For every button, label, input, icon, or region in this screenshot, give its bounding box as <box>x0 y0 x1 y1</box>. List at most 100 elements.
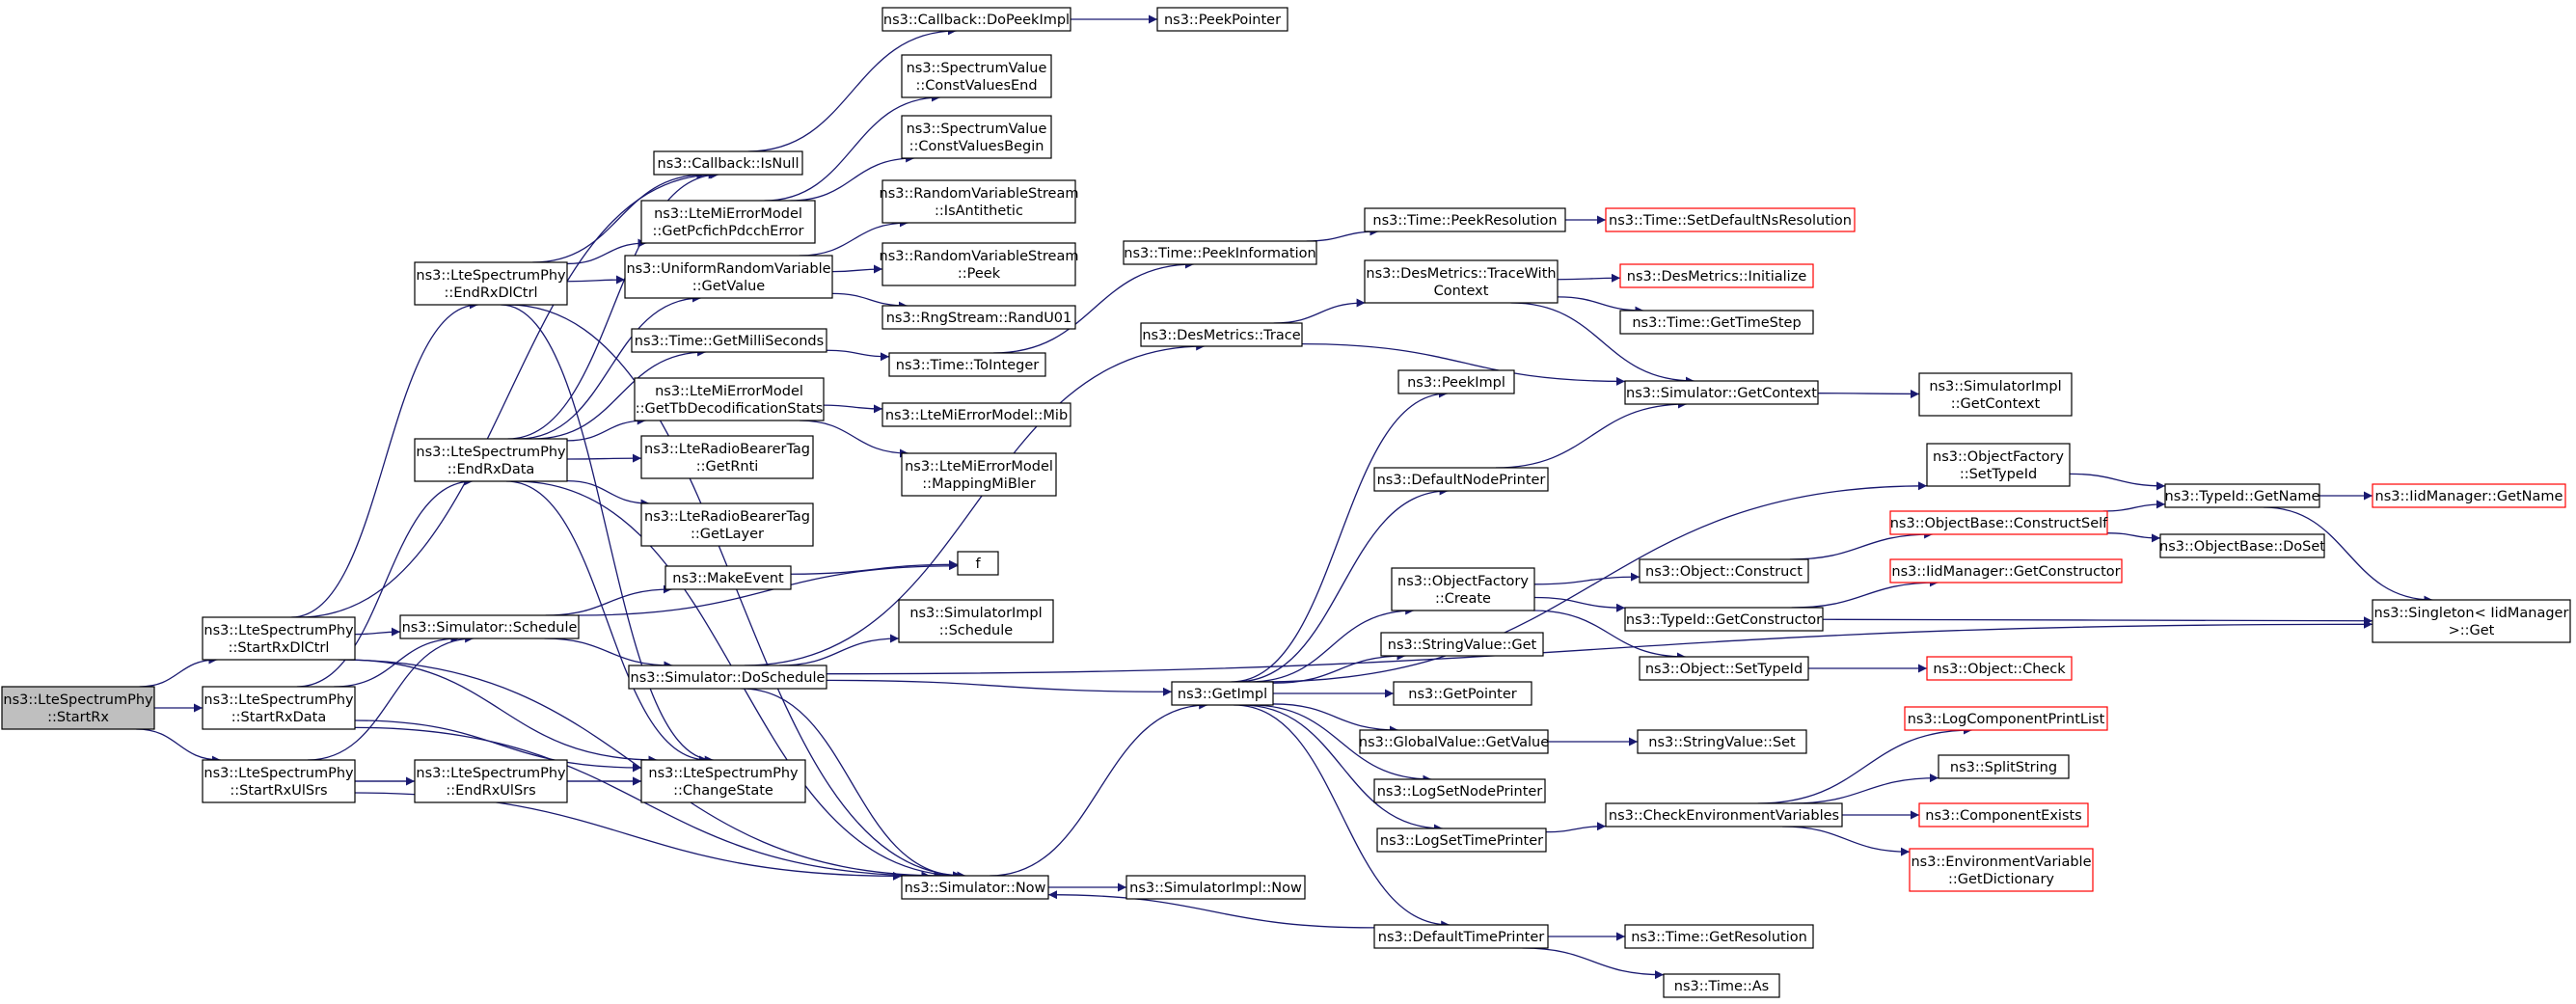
node-des-initialize[interactable]: ns3::DesMetrics::Initialize <box>1619 263 1814 288</box>
node-split-string[interactable]: ns3::SplitString <box>1938 754 2070 779</box>
node-peek-impl[interactable]: ns3::PeekImpl <box>1397 369 1515 394</box>
node-label: ::EndRxDlCtrl <box>445 285 538 301</box>
node-urvget-value[interactable]: ns3::UniformRandomVariable::GetValue <box>624 255 833 299</box>
node-component-exists[interactable]: ns3::ComponentExists <box>1918 802 2089 828</box>
node-box <box>1926 656 2073 681</box>
node-ofset-type-id[interactable]: ns3::ObjectFactory::SetTypeId <box>1926 443 2071 487</box>
node-peek-information[interactable]: ns3::Time::PeekInformation <box>1123 240 1317 265</box>
node-string-value-set[interactable]: ns3::StringValue::Set <box>1637 729 1807 754</box>
node-time-get-resolution[interactable]: ns3::Time::GetResolution <box>1624 924 1814 949</box>
edge-get-impl-to-gvget-value <box>1272 703 1398 735</box>
node-set-default-ns-res[interactable]: ns3::Time::SetDefaultNsResolution <box>1605 207 1856 232</box>
node-start-rx-dl-ctrl[interactable]: ns3::LteSpectrumPhy::StartRxDlCtrl <box>202 616 356 661</box>
edge-sched-schedule-to-make-event <box>545 584 672 616</box>
node-type-id-get-name[interactable]: ns3::TypeId::GetName <box>2164 483 2320 508</box>
node-sim-get-context[interactable]: ns3::Simulator::GetContext <box>1624 380 1819 405</box>
node-obj-set-type-id[interactable]: ns3::Object::SetTypeId <box>1639 656 1809 681</box>
edge-get-impl-to-ofcreate <box>1249 606 1415 683</box>
node-sim-impl-now[interactable]: ns3::SimulatorImpl::Now <box>1125 875 1306 900</box>
node-rand-u01[interactable]: ns3::RngStream::RandU01 <box>881 305 1076 330</box>
node-do-schedule[interactable]: ns3::Simulator::DoSchedule <box>628 665 827 690</box>
node-get-tb-decod[interactable]: ns3::LteMiErrorModel::GetTbDecodificatio… <box>634 377 825 421</box>
node-get-impl[interactable]: ns3::GetImpl <box>1171 681 1274 706</box>
node-box <box>1380 632 1544 657</box>
node-start-rx[interactable]: ns3::LteSpectrumPhy::StartRx <box>1 686 155 730</box>
node-label: ns3::StringValue::Set <box>1648 735 1796 750</box>
node-get-time-step[interactable]: ns3::Time::GetTimeStep <box>1619 310 1814 335</box>
node-mib[interactable]: ns3::LteMiErrorModel::Mib <box>881 402 1071 427</box>
node-des-trace[interactable]: ns3::DesMetrics::Trace <box>1140 322 1303 347</box>
node-to-integer[interactable]: ns3::Time::ToInteger <box>888 352 1046 377</box>
node-start-rx-ul-srs[interactable]: ns3::LteSpectrumPhy::StartRxUlSrs <box>202 759 356 803</box>
node-get-layer[interactable]: ns3::LteRadioBearerTag::GetLayer <box>640 502 814 547</box>
node-f[interactable]: f <box>957 551 999 576</box>
node-get-milli-seconds[interactable]: ns3::Time::GetMilliSeconds <box>631 328 827 353</box>
node-change-state[interactable]: ns3::LteSpectrumPhy::ChangeState <box>640 759 806 803</box>
node-sched-schedule[interactable]: ns3::Simulator::Schedule <box>399 614 580 639</box>
node-box <box>631 328 827 353</box>
node-check-env[interactable]: ns3::CheckEnvironmentVariables <box>1605 802 1843 828</box>
node-end-rx-dl-ctrl[interactable]: ns3::LteSpectrumPhy::EndRxDlCtrl <box>414 261 568 306</box>
node-label: ns3::ObjectBase::ConstructSelf <box>1890 516 2108 531</box>
node-box <box>1373 467 1549 492</box>
edge-end-rx-data-to-get-rnti <box>566 453 642 463</box>
node-mapping-mi-bler[interactable]: ns3::LteMiErrorModel::MappingMiBler <box>901 452 1057 497</box>
node-log-set-time-printer[interactable]: ns3::LogSetTimePrinter <box>1376 828 1547 853</box>
node-get-pcfich[interactable]: ns3::LteMiErrorModel::GetPcfichPdcchErro… <box>640 200 816 244</box>
node-string-value-get[interactable]: ns3::StringValue::Get <box>1380 632 1544 657</box>
node-iid-get-name[interactable]: ns3::IidManager::GetName <box>2372 483 2566 508</box>
node-end-rx-ul-srs[interactable]: ns3::LteSpectrumPhy::EndRxUlSrs <box>414 759 568 803</box>
node-box <box>881 305 1076 330</box>
node-box <box>1938 754 2070 779</box>
node-box <box>881 402 1071 427</box>
node-sim-impl-schedule[interactable]: ns3::SimulatorImpl::Schedule <box>898 599 1054 643</box>
node-is-antithetic[interactable]: ns3::RandomVariableStream::IsAntithetic <box>880 179 1079 224</box>
node-construct-self[interactable]: ns3::ObjectBase::ConstructSelf <box>1889 510 2108 535</box>
node-const-values-begin[interactable]: ns3::SpectrumValue::ConstValuesBegin <box>901 115 1052 159</box>
node-get-pointer[interactable]: ns3::GetPointer <box>1393 681 1532 706</box>
node-box <box>1639 656 1809 681</box>
node-label: ::GetContext <box>1951 396 2041 412</box>
edge-urvget-value-to-rvspeek <box>831 264 883 274</box>
edges-layer <box>136 14 2433 980</box>
node-label: ns3::ComponentExists <box>1925 808 2082 824</box>
node-label: ns3::PeekImpl <box>1407 375 1505 391</box>
node-do-set[interactable]: ns3::ObjectBase::DoSet <box>2159 533 2325 558</box>
node-sim-impl-get-context[interactable]: ns3::SimulatorImpl::GetContext <box>1918 372 2073 417</box>
node-ofcreate[interactable]: ns3::ObjectFactory::Create <box>1391 567 1535 611</box>
node-make-event[interactable]: ns3::MakeEvent <box>664 565 792 590</box>
node-start-rx-data[interactable]: ns3::LteSpectrumPhy::StartRxData <box>202 686 356 730</box>
node-label: ns3::DefaultTimePrinter <box>1378 930 1544 945</box>
edge-ofcreate-to-obj-set-type-id <box>1532 610 1686 662</box>
edge-construct-self-to-type-id-get-name <box>2102 500 2166 512</box>
node-sim-now[interactable]: ns3::Simulator::Now <box>901 875 1049 900</box>
node-peek-pointer[interactable]: ns3::PeekPointer <box>1156 7 1288 32</box>
node-singleton-get[interactable]: ns3::Singleton< IidManager>::Get <box>2372 599 2571 643</box>
node-obj-check[interactable]: ns3::Object::Check <box>1926 656 2073 681</box>
node-type-id-get-constructor[interactable]: ns3::TypeId::GetConstructor <box>1624 607 1824 632</box>
node-time-as[interactable]: ns3::Time::As <box>1663 973 1780 998</box>
node-iid-get-constructor[interactable]: ns3::IidManager::GetConstructor <box>1889 558 2123 583</box>
node-env-get-dict[interactable]: ns3::EnvironmentVariable::GetDictionary <box>1909 848 2094 892</box>
node-end-rx-data[interactable]: ns3::LteSpectrumPhy::EndRxData <box>414 438 568 482</box>
node-default-node-printer[interactable]: ns3::DefaultNodePrinter <box>1373 467 1549 492</box>
edge-des-trace-to-sim-get-context <box>1301 343 1626 386</box>
node-obj-construct[interactable]: ns3::Object::Construct <box>1639 558 1809 583</box>
node-gvget-value[interactable]: ns3::GlobalValue::GetValue <box>1359 729 1549 754</box>
node-do-peek-impl[interactable]: ns3::Callback::DoPeekImpl <box>881 7 1071 32</box>
node-box <box>1624 924 1814 949</box>
node-log-comp-print-list[interactable]: ns3::LogComponentPrintList <box>1904 706 2108 731</box>
node-log-set-node-printer[interactable]: ns3::LogSetNodePrinter <box>1373 778 1546 803</box>
node-box <box>653 150 803 176</box>
edge-start-rx-data-to-end-rx-data <box>296 476 474 688</box>
node-rvspeek[interactable]: ns3::RandomVariableStream::Peek <box>880 242 1079 286</box>
node-is-null[interactable]: ns3::Callback::IsNull <box>653 150 803 176</box>
node-const-values-end[interactable]: ns3::SpectrumValue::ConstValuesEnd <box>901 54 1052 98</box>
node-get-rnti[interactable]: ns3::LteRadioBearerTag::GetRnti <box>640 435 814 479</box>
edge-ofcreate-to-type-id-get-constructor <box>1533 596 1626 612</box>
node-default-time-printer[interactable]: ns3::DefaultTimePrinter <box>1373 924 1549 949</box>
edge-des-trace-to-trace-with-context <box>1273 298 1366 324</box>
node-peek-resolution[interactable]: ns3::Time::PeekResolution <box>1364 207 1566 232</box>
node-label: ns3::TypeId::GetName <box>2165 489 2320 504</box>
